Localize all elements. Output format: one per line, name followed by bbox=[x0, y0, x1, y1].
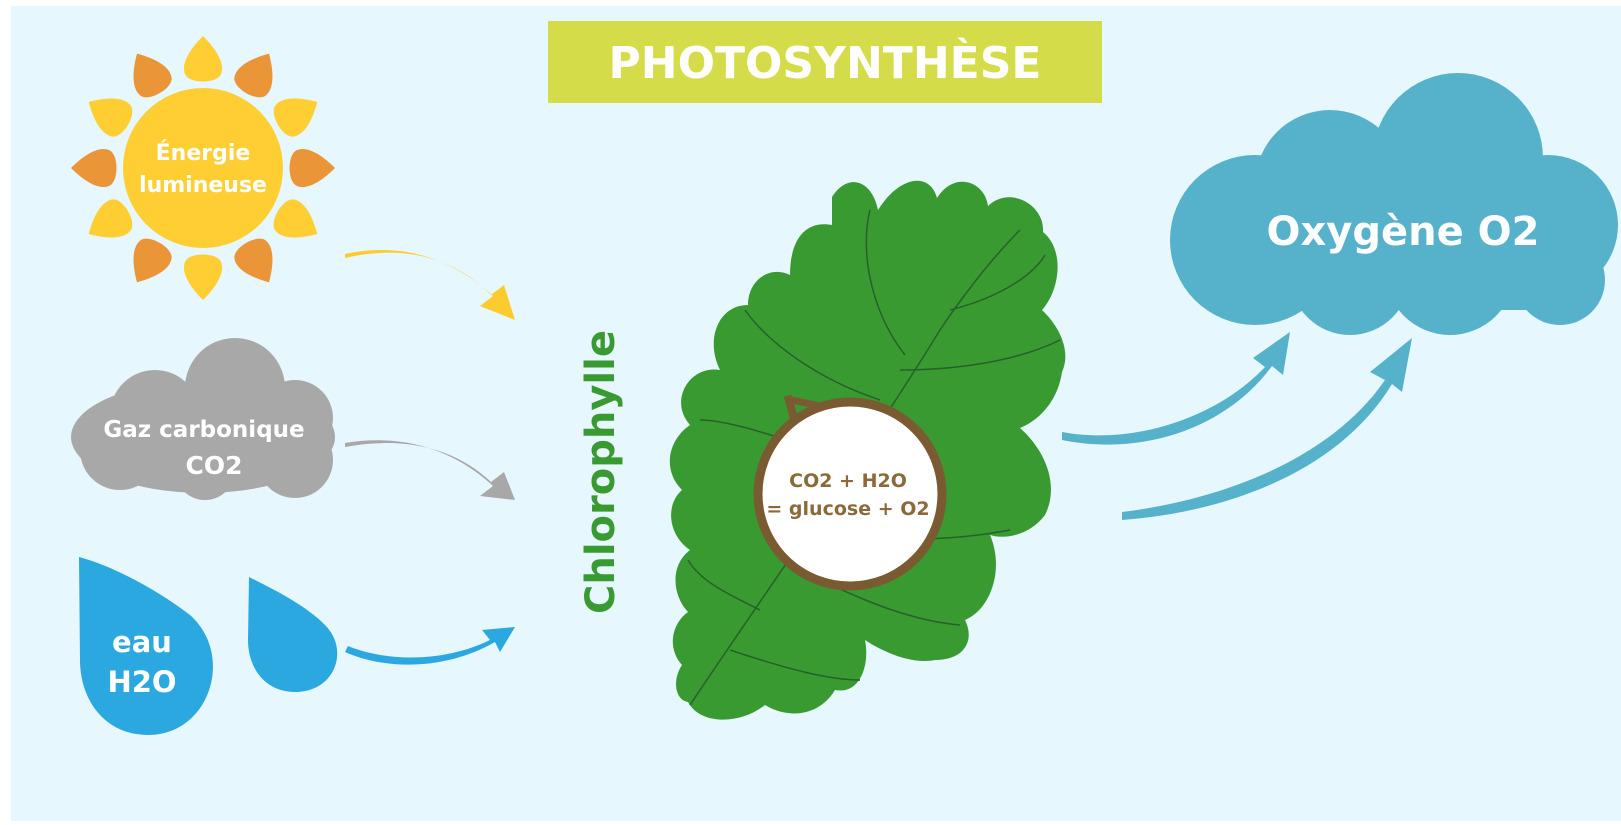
water-label-line2: H2O bbox=[107, 665, 176, 699]
sun-core bbox=[123, 88, 283, 248]
water-label-line1: eau bbox=[112, 625, 172, 659]
sun-label-line2: lumineuse bbox=[139, 173, 267, 198]
equation-line2: = glucose + O2 bbox=[766, 498, 929, 520]
equation-line1: CO2 + H2O bbox=[789, 470, 907, 492]
co2-label-line2: CO2 bbox=[186, 451, 243, 480]
title-bar: PHOTOSYNTHÈSE bbox=[548, 21, 1102, 103]
oxygen-label: Oxygène O2 bbox=[1266, 209, 1539, 255]
co2-label-line1: Gaz carbonique bbox=[103, 417, 304, 443]
sun-label-line1: Énergie bbox=[156, 140, 251, 166]
page-title: PHOTOSYNTHÈSE bbox=[609, 36, 1042, 89]
equation-ring bbox=[758, 402, 942, 586]
chlorophyll-label: Chlorophylle bbox=[578, 330, 624, 614]
